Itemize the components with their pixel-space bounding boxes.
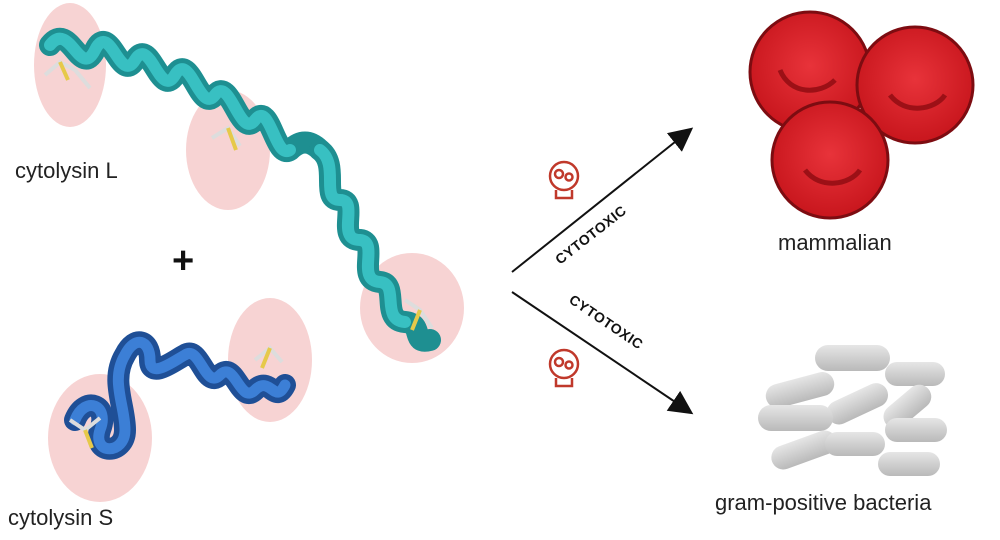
helix-highlight [69, 337, 291, 455]
red-blood-cell [855, 25, 975, 145]
arrow-to-bacteria [511, 291, 694, 415]
cytolysin-l-structure [39, 27, 441, 352]
bottom-arrow-label: CYTOTOXIC [566, 291, 646, 352]
bacteria-label: gram-positive bacteria [715, 490, 932, 515]
bacterium [825, 432, 885, 456]
cytolysin-l-label: cytolysin L [15, 158, 118, 183]
bacterium [885, 362, 945, 386]
top-arrow-label: CYTOTOXIC [552, 202, 629, 267]
helix-highlight [44, 32, 296, 158]
red-blood-cell [770, 100, 890, 220]
bacterium [885, 418, 947, 442]
disulfide-sticks [43, 59, 434, 331]
highlight-oval [228, 298, 312, 422]
mammalian-label: mammalian [778, 230, 892, 255]
disulfide-sticks [68, 345, 284, 449]
bacterium [758, 405, 833, 431]
bacterium [883, 384, 932, 429]
bacterium [815, 345, 890, 371]
bacterium [826, 383, 889, 425]
arrow-to-mammalian [511, 127, 694, 273]
skull-icon [548, 348, 580, 388]
helix-highlight [314, 144, 411, 328]
cytolysin-s-structure [64, 331, 296, 460]
red-blood-cells [748, 10, 975, 220]
reaction-arrows: CYTOTOXIC CYTOTOXIC [511, 127, 694, 415]
bacterium [878, 452, 940, 476]
bacterium [771, 430, 837, 470]
bacterium [765, 372, 835, 408]
plus-sign: + [172, 240, 195, 282]
bacteria-cluster [758, 345, 947, 476]
skull-icon [548, 160, 580, 200]
cytolysin-s-label: cytolysin S [8, 505, 114, 530]
